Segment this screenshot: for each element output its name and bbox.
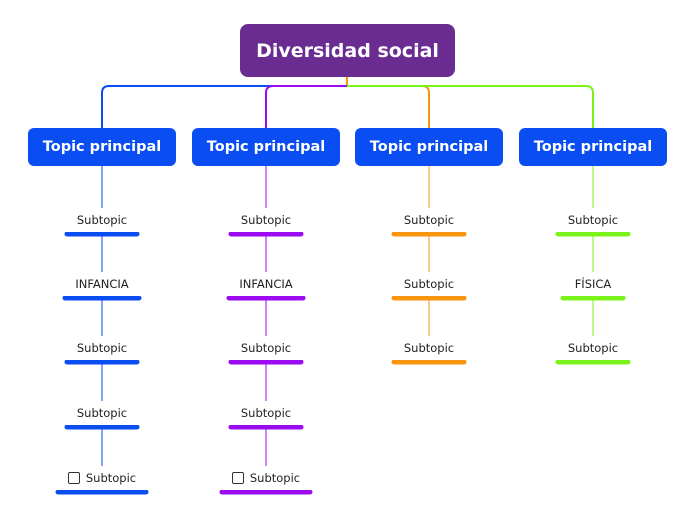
- subtopic-1-4[interactable]: Subtopic: [64, 401, 140, 425]
- subtopic-label: Subtopic: [403, 341, 455, 355]
- checkbox-icon[interactable]: [231, 472, 244, 484]
- branch-connector-1: [101, 85, 347, 128]
- checkbox-icon[interactable]: [67, 472, 80, 484]
- main-topic-2[interactable]: Topic principal: [192, 128, 340, 166]
- subtopic-4-3[interactable]: Subtopic: [555, 336, 631, 360]
- subtopic-label: Subtopic: [567, 341, 619, 355]
- subtopic-1-5[interactable]: Subtopic: [56, 466, 148, 490]
- main-topic-label: Topic principal: [206, 139, 326, 155]
- subtopic-label: Subtopic: [403, 277, 455, 291]
- subtopic-4-2[interactable]: FÍSICA: [560, 272, 626, 296]
- main-topic-label: Topic principal: [369, 139, 489, 155]
- subtopic-2-5[interactable]: Subtopic: [220, 466, 312, 490]
- subtopic-2-4[interactable]: Subtopic: [228, 401, 304, 425]
- subtopic-2-1[interactable]: Subtopic: [228, 208, 304, 232]
- main-topic-label: Topic principal: [533, 139, 653, 155]
- main-topic-label: Topic principal: [42, 139, 162, 155]
- subtopic-label: Subtopic: [567, 213, 619, 227]
- central-topic[interactable]: Diversidad social: [240, 24, 455, 77]
- subtopic-label: Subtopic: [85, 471, 137, 485]
- subtopic-2-3[interactable]: Subtopic: [228, 336, 304, 360]
- subtopic-label: Subtopic: [403, 213, 455, 227]
- subtopic-label: Subtopic: [240, 406, 292, 420]
- subtopic-label: Subtopic: [76, 406, 128, 420]
- subtopic-2-2[interactable]: INFANCIA: [226, 272, 306, 296]
- subtopic-label: Subtopic: [240, 213, 292, 227]
- subtopic-label: Subtopic: [240, 341, 292, 355]
- branch-connector-2: [265, 85, 347, 128]
- subtopic-label: Subtopic: [249, 471, 301, 485]
- subtopic-label: INFANCIA: [75, 277, 129, 291]
- subtopic-1-1[interactable]: Subtopic: [64, 208, 140, 232]
- subtopic-1-2[interactable]: INFANCIA: [62, 272, 142, 296]
- subtopic-4-1[interactable]: Subtopic: [555, 208, 631, 232]
- main-topic-3[interactable]: Topic principal: [355, 128, 503, 166]
- main-topic-4[interactable]: Topic principal: [519, 128, 667, 166]
- subtopic-1-3[interactable]: Subtopic: [64, 336, 140, 360]
- subtopic-label: FÍSICA: [574, 277, 612, 291]
- branch-connector-3: [347, 85, 430, 128]
- subtopic-3-3[interactable]: Subtopic: [391, 336, 467, 360]
- subtopic-label: Subtopic: [76, 341, 128, 355]
- main-topic-1[interactable]: Topic principal: [28, 128, 176, 166]
- branch-connector-4: [347, 85, 594, 128]
- subtopic-label: INFANCIA: [239, 277, 293, 291]
- subtopic-3-1[interactable]: Subtopic: [391, 208, 467, 232]
- central-topic-label: Diversidad social: [256, 39, 439, 62]
- subtopic-3-2[interactable]: Subtopic: [391, 272, 467, 296]
- subtopic-label: Subtopic: [76, 213, 128, 227]
